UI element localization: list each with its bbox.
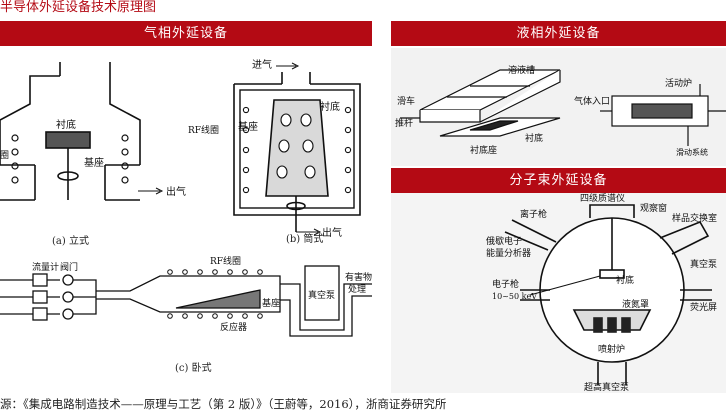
e-gun-label: 电子枪 xyxy=(492,278,519,290)
caption-horizontal: (c) 卧式 xyxy=(175,363,212,374)
quadrupole-label: 四级质谱仪 xyxy=(580,193,625,204)
reactor-label: 反应器 xyxy=(220,321,247,333)
barrel-coil-turns xyxy=(242,106,352,194)
barrel-base-label: 基座 xyxy=(238,120,258,133)
lpe-boat xyxy=(400,69,561,137)
flowmeter-label: 流量计 xyxy=(32,261,59,273)
vertical-coil-turns xyxy=(11,134,129,184)
barrel-reactor xyxy=(233,62,361,236)
gas-inlet-label: 气体入口 xyxy=(574,95,610,107)
mbe-chamber xyxy=(504,204,712,385)
rod-label: 推杆 xyxy=(395,117,413,129)
mbe-diagram: 四级质谱仪 观察窗 样品交换室 离子枪 俄歇电子 能量分析器 真空泵 电子枪 1… xyxy=(391,193,726,393)
piston-label: 活动炉 xyxy=(665,77,692,89)
ln2-shroud-label: 液氮罩 xyxy=(622,298,649,310)
lpe-furnace xyxy=(600,84,726,146)
caption-vertical: (a) 立式 xyxy=(52,236,89,247)
ion-gun-label: 离子枪 xyxy=(520,208,547,220)
horizontal-reactor xyxy=(0,265,372,337)
auger-label-1: 俄歇电子 xyxy=(486,235,522,247)
barrel-substrate-label: 衬底 xyxy=(320,100,340,113)
barrel-inlet-label: 进气 xyxy=(252,58,272,71)
e-energy-label: 10~50 keV xyxy=(492,292,537,301)
vacuum-pump-label: 真空泵 xyxy=(308,289,335,301)
vapor-phase-diagram: 衬底 基座 圈 出气 进气 RF线圈 基座 衬底 出气 xyxy=(0,58,372,337)
lpe-substrate-label: 衬底 xyxy=(525,132,543,144)
vertical-base-label: 基座 xyxy=(84,156,104,169)
window-label: 观察窗 xyxy=(640,202,667,214)
exchange-label: 样品交换室 xyxy=(672,212,717,224)
vacuum-pump-label: 真空泵 xyxy=(690,258,717,270)
liquid-phase-diagram: 溶液槽 滑车 推杆 衬底 衬底座 活动炉 气体入口 滑动系统 xyxy=(391,48,726,166)
uhv-pump-label: 超高真空泵 xyxy=(584,381,629,393)
liquid-phase-banner: 液相外延设备 xyxy=(391,21,726,46)
vertical-outlet-label: 出气 xyxy=(166,185,186,198)
page-title: 半导体外延设备技术原理图 xyxy=(0,0,157,15)
vertical-reactor xyxy=(0,62,164,201)
slide-system-label: 滑动系统 xyxy=(676,147,708,157)
screen-label: 荧光屏 xyxy=(690,301,717,313)
auger-label-2: 能量分析器 xyxy=(486,247,531,259)
horizontal-coil-turns xyxy=(167,269,263,319)
barrel-coil-label: RF线圈 xyxy=(188,124,219,136)
horizontal-coil-label: RF线圈 xyxy=(210,255,241,267)
barrel-outlet-label: 出气 xyxy=(322,226,342,239)
source-note: 源：《集成电路制造技术——原理与工艺（第 2 版）》（王蔚等，2016），浙商证… xyxy=(0,397,447,411)
barrel-substrate-wafers xyxy=(276,113,316,179)
exhaust-label-1: 有害物 xyxy=(345,271,372,283)
vertical-substrate-label: 衬底 xyxy=(56,118,76,131)
holder-label: 衬底座 xyxy=(470,144,497,156)
horizontal-base-label: 基座 xyxy=(262,297,280,309)
mbe-substrate-label: 衬底 xyxy=(616,274,634,286)
slider-label: 滑车 xyxy=(397,95,415,107)
effusion-label: 喷射炉 xyxy=(598,343,625,355)
vapor-phase-banner: 气相外延设备 xyxy=(0,21,372,46)
tank-label: 溶液槽 xyxy=(508,64,535,76)
mbe-banner: 分子束外延设备 xyxy=(391,168,726,193)
exhaust-label-2: 处理 xyxy=(348,283,366,295)
caption-barrel: (b) 筒式 xyxy=(286,234,324,245)
vertical-coil-label: 圈 xyxy=(0,150,9,161)
valve-label: 阀门 xyxy=(60,261,78,273)
